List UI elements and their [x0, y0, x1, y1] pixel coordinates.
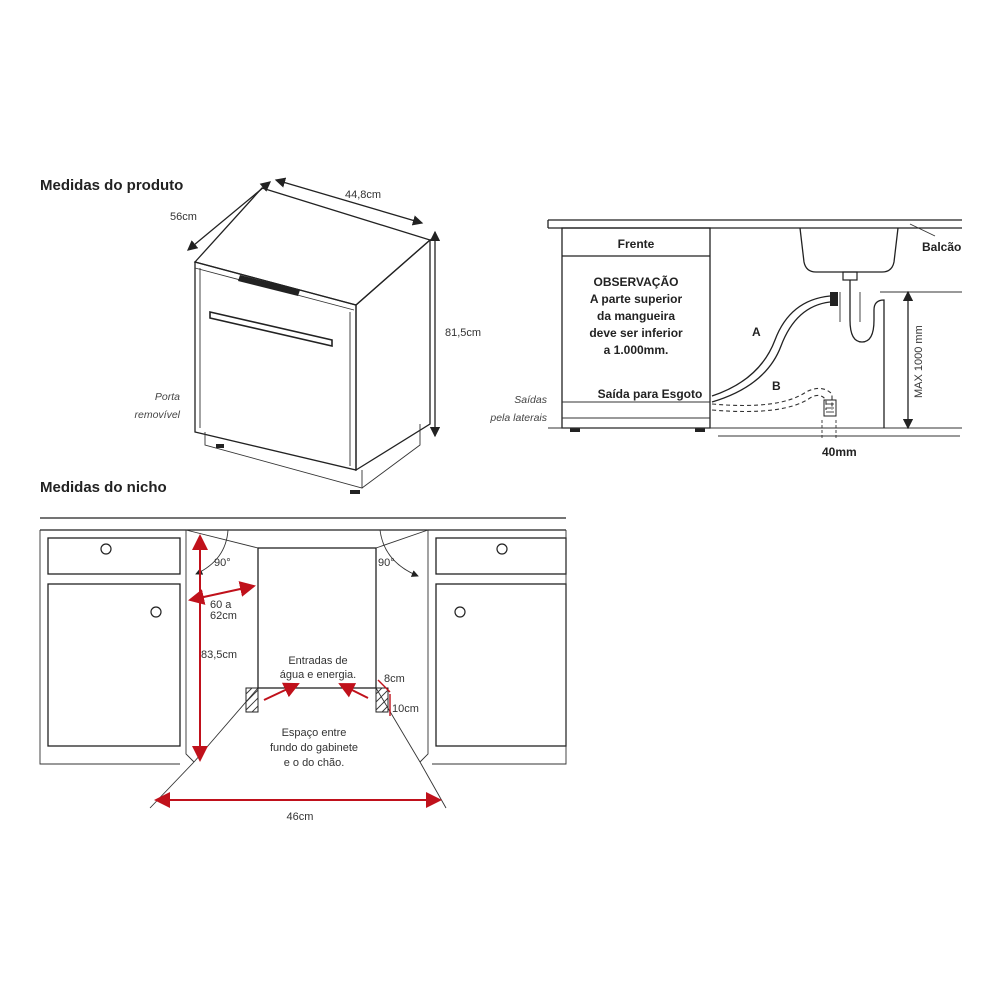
gap-8-label: 8cm: [384, 673, 405, 685]
product-title: Medidas do produto: [40, 177, 183, 194]
front-label: Frente: [618, 237, 655, 251]
space-line3: e o do chão.: [284, 757, 345, 769]
width-dimension-arrow: [274, 177, 424, 226]
depth-range-line1: 60 a: [210, 599, 232, 611]
left-baseboard-block: [245, 687, 259, 713]
counter-label: Balcão: [922, 240, 961, 254]
right-baseboard-block: [375, 687, 389, 713]
note-line3: da mangueira: [597, 309, 675, 323]
right-cabinet-door: [435, 583, 567, 747]
p-trap-pipe: [849, 280, 885, 428]
note-line2: A parte superior: [590, 292, 683, 306]
sink-basin: [799, 227, 899, 273]
outlet-label: Saída para Esgoto: [598, 387, 703, 401]
dishwasher-drawing: [193, 187, 432, 494]
inlets-line2: água e energia.: [280, 669, 356, 681]
depth-dimension-arrow: [186, 181, 272, 251]
gap-10-label: 10cm: [392, 703, 419, 715]
inlet-arrow-left: [263, 682, 300, 701]
note-line5: a 1.000mm.: [604, 343, 669, 357]
note-line4: deve ser inferior: [589, 326, 683, 340]
niche-depth-arrow: [188, 581, 256, 605]
space-line2: fundo do gabinete: [270, 742, 358, 754]
niche-width-label: 46cm: [287, 811, 314, 823]
inlet-arrow-right: [338, 683, 369, 699]
hose-b: [711, 387, 833, 410]
gap-8-mark: [377, 679, 391, 693]
pipe-diameter-label: 40mm: [822, 445, 857, 459]
side-exits-line1: Saídas: [514, 394, 547, 406]
space-line1: Espaço entre: [282, 727, 347, 739]
hose-b-label: B: [772, 379, 781, 393]
inlets-line1: Entradas de: [288, 655, 347, 667]
right-angle-label: 90°: [378, 557, 395, 569]
product-height-label: 81,5cm: [445, 327, 481, 339]
left-angle-label: 90°: [214, 557, 231, 569]
door-note-line2: removível: [134, 409, 180, 421]
side-exits-line2: pela laterais: [489, 412, 547, 424]
hose-a-label: A: [752, 325, 761, 339]
product-width-label: 44,8cm: [345, 189, 381, 201]
note-line1: OBSERVAÇÃO: [594, 274, 679, 289]
hose-a: [711, 295, 831, 397]
max-height-label: MAX 1000 mm: [913, 325, 925, 398]
niche-title: Medidas do nicho: [40, 479, 167, 496]
niche-section: Medidas do nicho: [39, 479, 567, 823]
product-section: Medidas do produto 56cm 44,8cm 81,5cm P: [40, 177, 481, 494]
right-drawer: [435, 537, 567, 575]
drain-section: Balcão Frente OBSERVAÇÃO A parte superio…: [489, 219, 962, 459]
niche-back-wall: [257, 547, 377, 689]
left-drawer: [47, 537, 181, 575]
left-cabinet-door: [47, 583, 181, 747]
niche-height-label: 83,5cm: [201, 649, 237, 661]
right-angle-arc: [379, 529, 419, 577]
product-depth-label: 56cm: [170, 211, 197, 223]
depth-range-line2: 62cm: [210, 610, 237, 622]
door-note-line1: Porta: [155, 391, 180, 403]
